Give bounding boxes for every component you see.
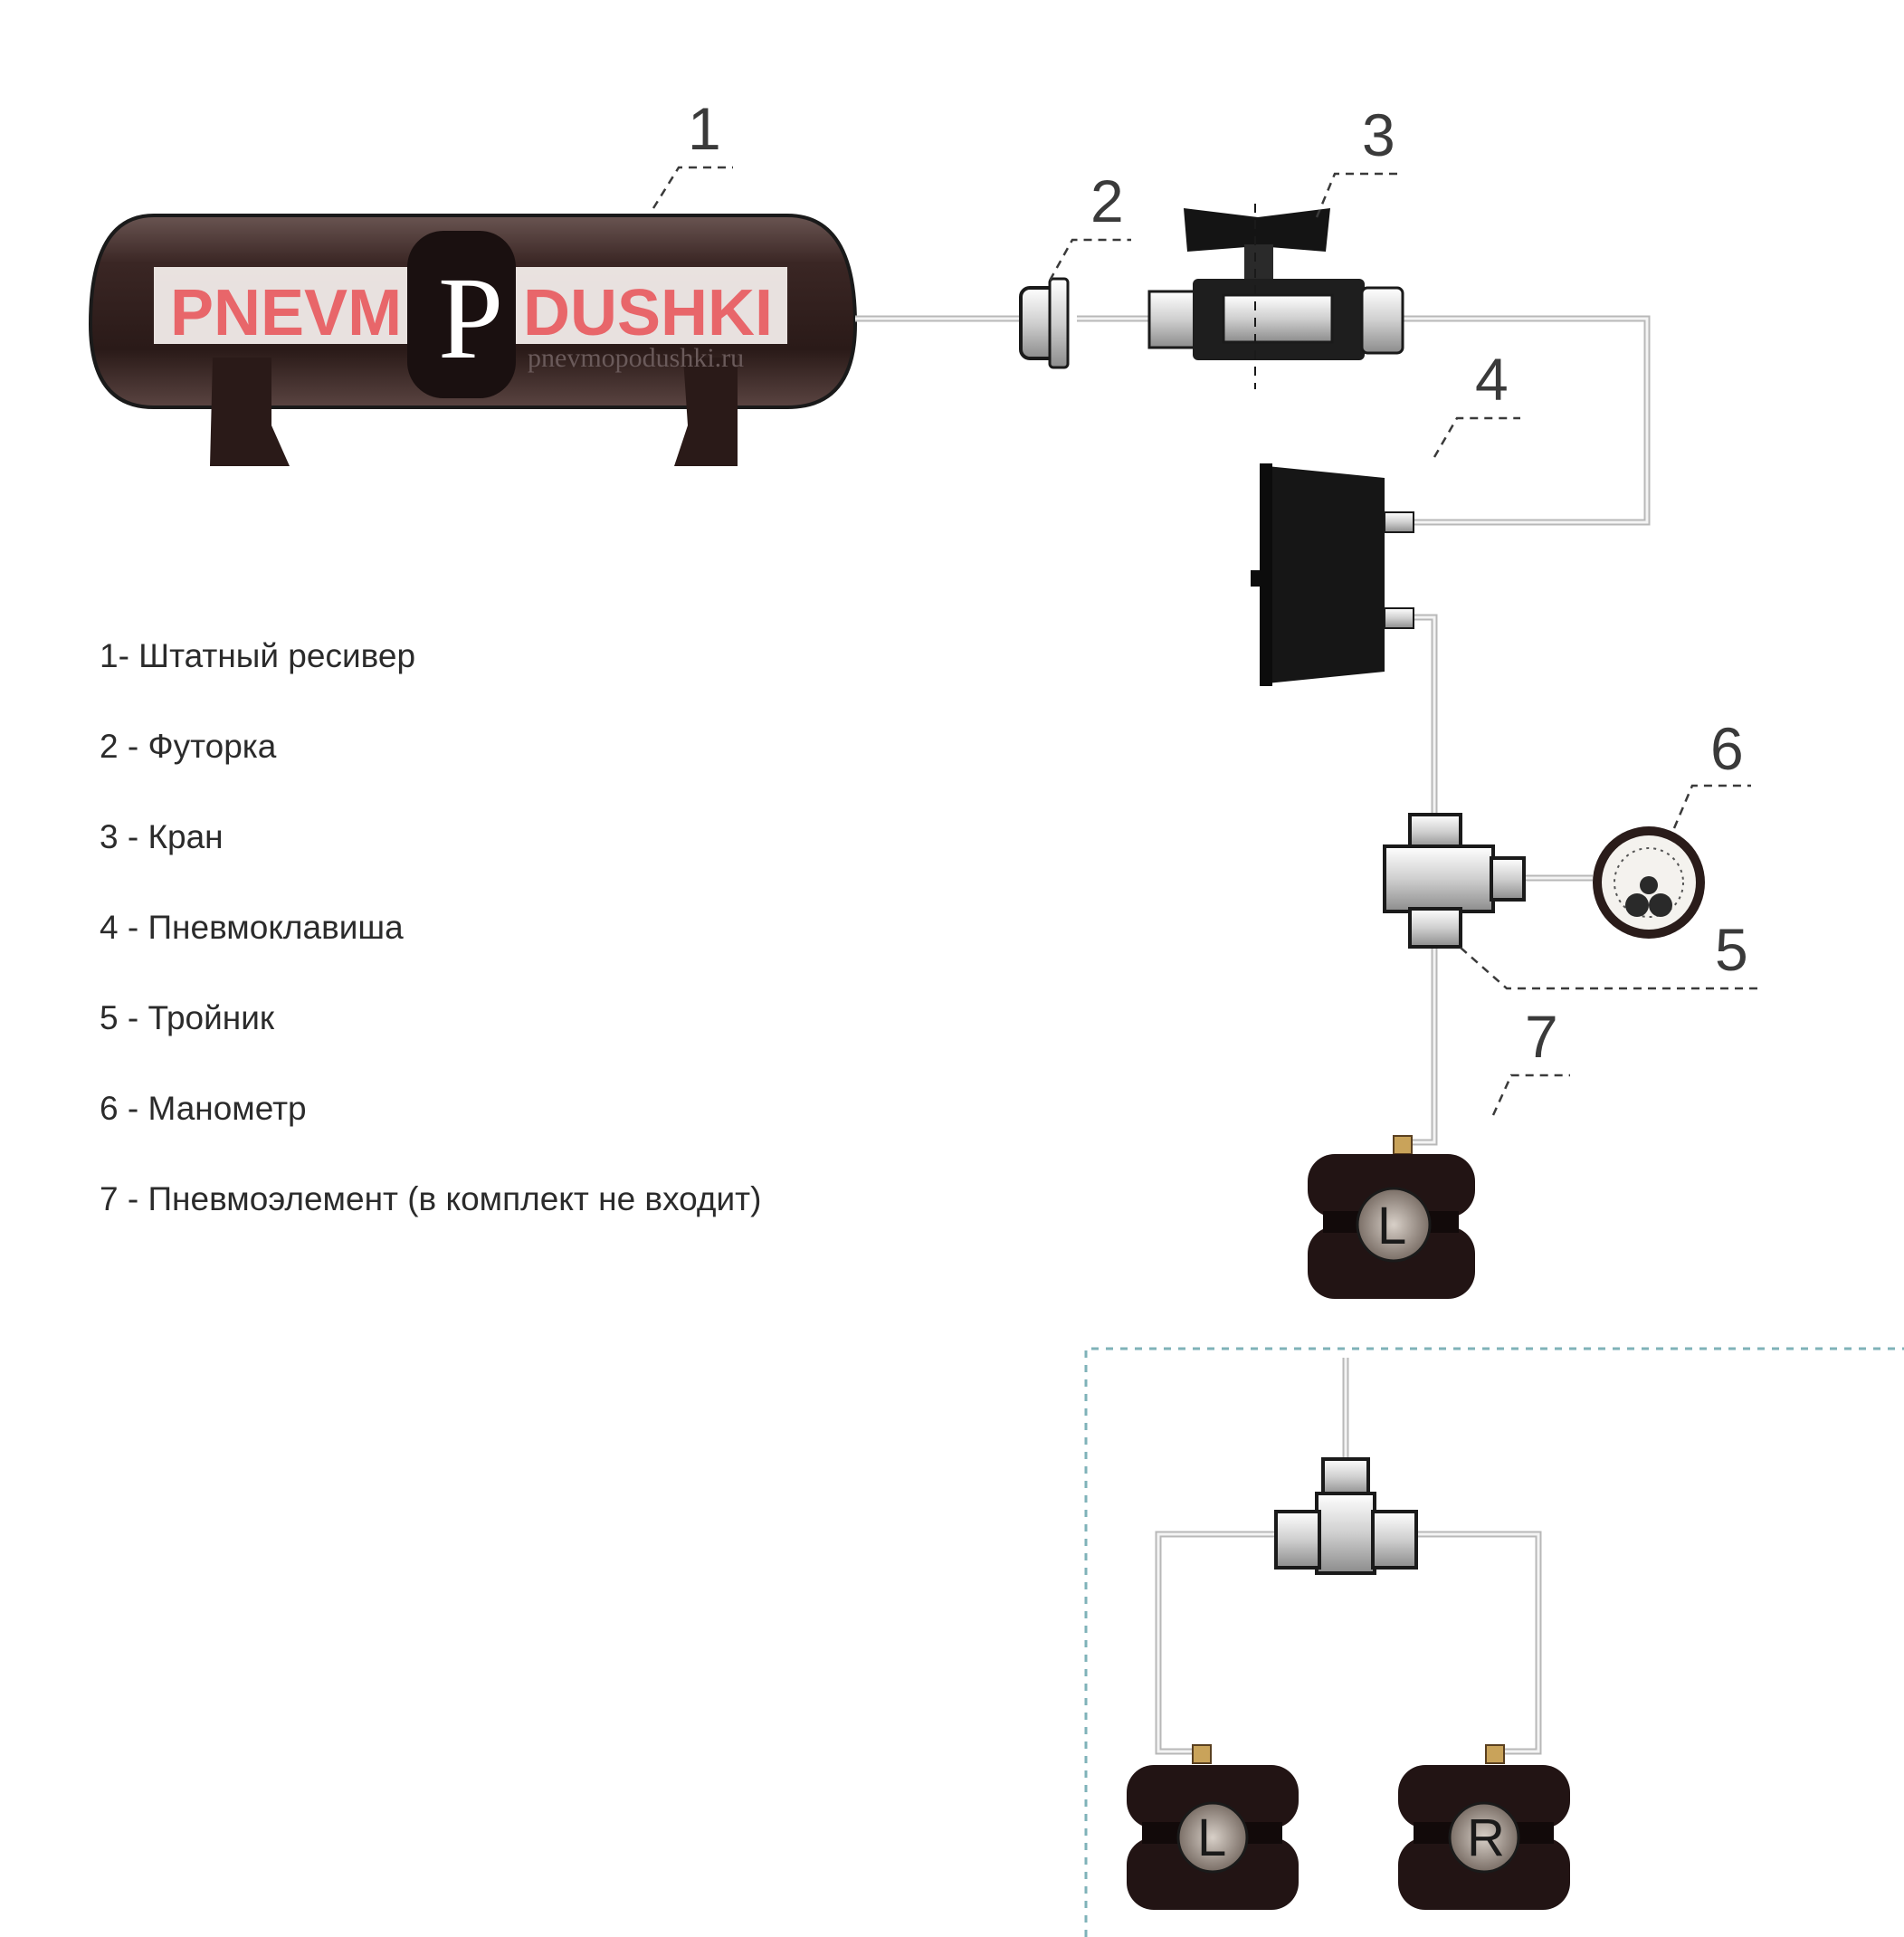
bag-single-letter: L: [1377, 1197, 1406, 1255]
tee-fitting: [1383, 813, 1526, 949]
air-spring-left: L: [1127, 1744, 1299, 1910]
bag-right-letter: R: [1467, 1808, 1505, 1867]
lower-tee-fitting: [1274, 1457, 1418, 1575]
air-spring-single: L: [1308, 1135, 1475, 1299]
legend-item-1: 1- Штатный ресивер: [100, 637, 416, 674]
air-spring-right: R: [1398, 1744, 1570, 1910]
callout-6: 6: [1710, 715, 1744, 782]
tank-site-text: pnevmopodushki.ru: [528, 343, 744, 373]
callout-2: 2: [1090, 167, 1124, 234]
tank-logo-mark: [407, 231, 516, 398]
receiver-tank: PNEVM DUSHKI P pnevmopodushki.ru: [88, 214, 858, 466]
optional-configuration-box: [1084, 1347, 1904, 1937]
pressure-gauge: [1593, 826, 1705, 939]
valve-handle: [1184, 208, 1330, 252]
tank-logo-left-text: PNEVM: [170, 277, 402, 349]
legend-item-6: 6 - Манометр: [100, 1090, 307, 1127]
callout-5: 5: [1715, 916, 1748, 983]
callout-3: 3: [1362, 101, 1395, 168]
tank-foot-left: [210, 358, 290, 466]
bag-left-letter: L: [1197, 1808, 1226, 1867]
legend-item-3: 3 - Кран: [100, 818, 224, 855]
callout-1: 1: [688, 95, 721, 162]
legend-item-7: 7 - Пневмоэлемент (в комплект не входит): [100, 1180, 762, 1217]
legend-item-4: 4 - Пневмоклавиша: [100, 909, 404, 946]
legend: 1- Штатный ресивер 2 - Футорка 3 - Кран …: [100, 634, 805, 1267]
tank-foot-right: [674, 358, 738, 466]
legend-item-2: 2 - Футорка: [100, 728, 277, 765]
tank-logo-right-text: DUSHKI: [523, 277, 773, 349]
adapter-fitting: [1019, 277, 1070, 369]
callout-7: 7: [1525, 1003, 1558, 1070]
pneumatic-switch: [1251, 463, 1414, 686]
tank-logo-mark-letter: P: [438, 253, 503, 384]
legend-item-5: 5 - Тройник: [100, 999, 275, 1036]
callout-leaders: [652, 166, 1760, 1116]
callout-4: 4: [1475, 346, 1509, 413]
ball-valve: [1147, 204, 1404, 389]
